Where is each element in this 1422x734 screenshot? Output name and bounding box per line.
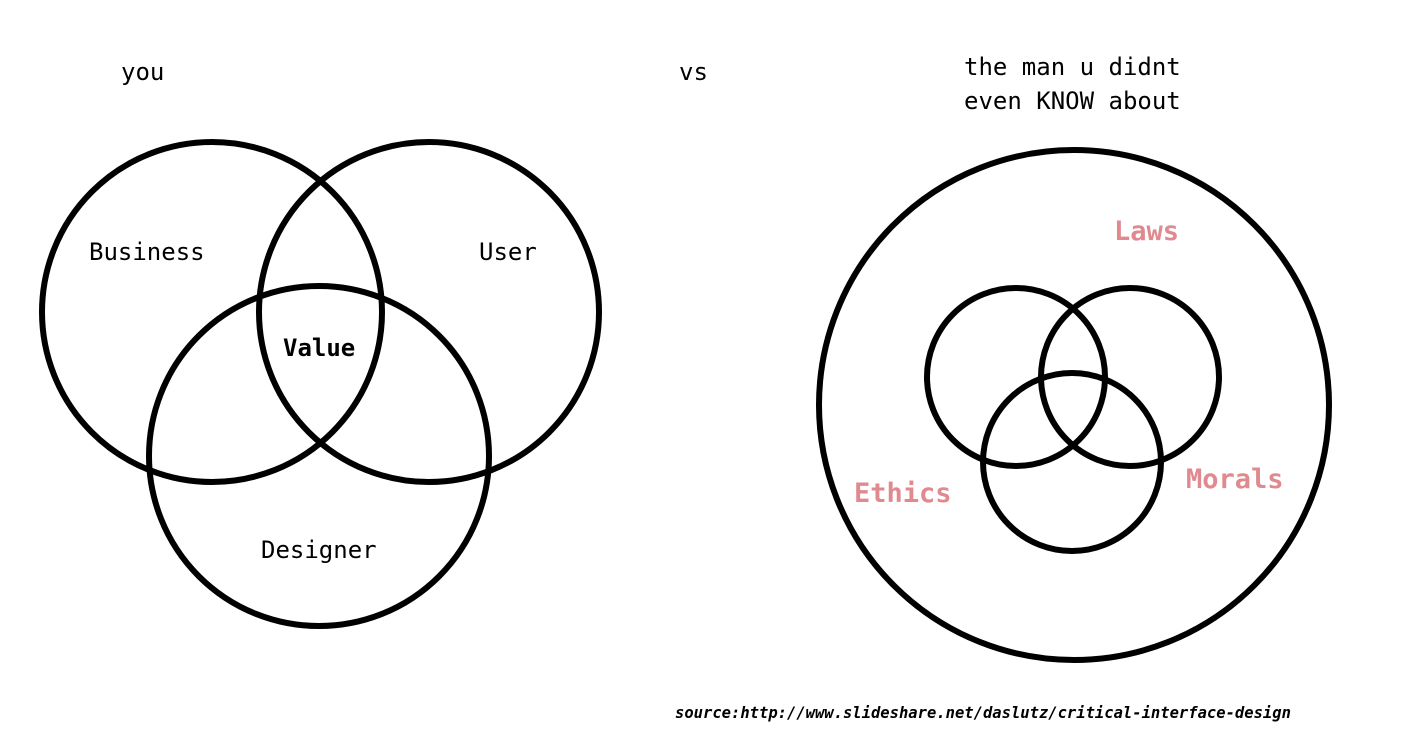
caption-line-2: even KNOW about: [964, 87, 1181, 115]
circle-outer: [816, 147, 1332, 663]
circle-inner-right: [1038, 285, 1222, 469]
venn-left: [39, 139, 602, 629]
caption-vs: vs: [679, 58, 708, 86]
venn-right: [816, 147, 1332, 663]
circle-business: [39, 139, 385, 485]
circle-user: [256, 139, 602, 485]
label-business: Business: [89, 238, 205, 266]
label-value: Value: [283, 334, 355, 362]
caption-you: you: [121, 58, 165, 86]
label-morals: Morals: [1186, 464, 1284, 495]
circle-designer: [146, 283, 492, 629]
label-ethics: Ethics: [854, 478, 952, 509]
label-laws: Laws: [1114, 216, 1179, 247]
label-designer: Designer: [261, 536, 377, 564]
caption-line-1: the man u didnt: [964, 53, 1181, 81]
caption-the-man: the man u didnt even KNOW about: [964, 50, 1181, 118]
circle-inner-bottom: [980, 370, 1164, 554]
circle-inner-left: [924, 285, 1108, 469]
label-user: User: [479, 238, 537, 266]
source-citation: source:http://www.slideshare.net/daslutz…: [675, 704, 1291, 722]
